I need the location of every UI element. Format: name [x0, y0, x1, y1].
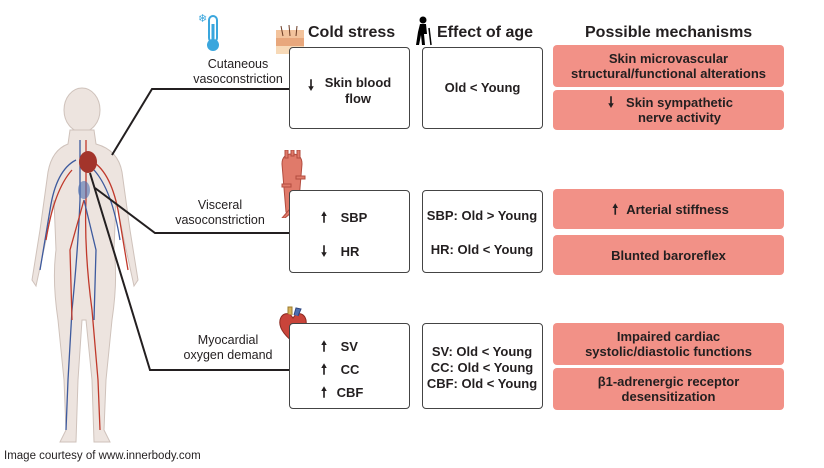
age-cc-text: CC: Old < Young	[430, 360, 534, 375]
mechanism-line-2: desensitization	[621, 389, 716, 404]
arrow-up-icon: 🠕	[320, 209, 327, 225]
category-line-2: oxygen demand	[183, 348, 273, 362]
visceral-connector-line	[94, 187, 290, 234]
svg-text:❄: ❄	[198, 12, 207, 25]
header-possible-mechanisms: Possible mechanisms	[585, 24, 753, 41]
arrow-up-icon: 🠕	[320, 384, 327, 400]
hr-label: HR	[340, 244, 360, 259]
mechanism-text: Arterial stiffness	[626, 201, 729, 217]
sbp-label: SBP	[340, 210, 368, 225]
arrow-up-icon: 🠕	[612, 200, 619, 217]
age-sbp-text: SBP: Old > Young	[426, 208, 538, 223]
mechanism-skin-sympathetic: 🠗 Skin sympathetic nerve activity	[553, 90, 784, 130]
cbf-label: CBF	[336, 385, 364, 400]
mechanism-skin-microvascular: Skin microvascular structural/functional…	[553, 45, 784, 87]
category-line-1: Visceral	[197, 198, 243, 212]
arrow-down-icon: 🠗	[320, 243, 327, 259]
age-cbf-text: CBF: Old < Young	[426, 376, 538, 391]
category-myocardial-oxygen-demand: Myocardial oxygen demand	[158, 333, 298, 363]
elderly-person-icon	[416, 16, 432, 46]
skin-blood-flow-label: Skin blood	[324, 75, 392, 90]
arrow-down-icon: 🠗	[608, 94, 615, 110]
arrow-up-icon: 🠕	[320, 361, 327, 377]
header-cold-stress: Cold stress	[308, 24, 396, 41]
cold-stress-box-skin: 🠗 Skin blood flow	[289, 47, 410, 129]
mechanism-line-1: Skin microvascular	[608, 51, 729, 66]
cold-stress-box-myocardial: 🠕 SV 🠕 CC 🠕 CBF	[289, 323, 410, 409]
mechanism-line-1: Impaired cardiac	[616, 329, 721, 344]
age-box-skin: Old < Young	[422, 47, 543, 129]
mechanism-text: Blunted baroreflex	[611, 247, 726, 263]
age-box-myocardial: SV: Old < Young CC: Old < Young CBF: Old…	[422, 323, 543, 409]
mechanism-line-1: β1-adrenergic receptor	[597, 374, 740, 389]
mechanism-line-1: Skin sympathetic	[626, 95, 733, 110]
category-line-2: vasoconstriction	[175, 213, 265, 227]
age-sv-text: SV: Old < Young	[431, 344, 533, 359]
category-visceral-vasoconstriction: Visceral vasoconstriction	[150, 198, 290, 228]
mechanism-arterial-stiffness: 🠕 Arterial stiffness	[553, 189, 784, 229]
myocardial-connector-line	[89, 172, 290, 371]
mechanism-impaired-cardiac: Impaired cardiac systolic/diastolic func…	[553, 323, 784, 365]
mechanism-line-2: structural/functional alterations	[570, 66, 767, 81]
age-box-visceral: SBP: Old > Young HR: Old < Young	[422, 190, 543, 273]
category-line-2: vasoconstriction	[193, 72, 283, 86]
category-cutaneous-vasoconstriction: Cutaneous vasoconstriction	[168, 57, 308, 87]
header-effect-of-age: Effect of age	[437, 24, 534, 41]
human-body-illustration	[31, 87, 139, 443]
cutaneous-connector-line	[111, 88, 290, 156]
age-skin-text: Old < Young	[444, 80, 521, 95]
cc-label: CC	[340, 362, 360, 377]
mechanism-blunted-baroreflex: Blunted baroreflex	[553, 235, 784, 275]
age-hr-text: HR: Old < Young	[430, 242, 534, 257]
arrow-down-icon: 🠗	[307, 77, 314, 93]
mechanism-beta1-receptor: β1-adrenergic receptor desensitization	[553, 368, 784, 410]
skin-blood-flow-label-2: flow	[345, 91, 371, 106]
arrow-up-icon: 🠕	[320, 338, 327, 354]
mechanism-line-2: nerve activity	[637, 110, 722, 125]
category-line-1: Cutaneous	[207, 57, 269, 71]
thermometer-icon: ❄	[198, 12, 219, 51]
category-line-1: Myocardial	[197, 333, 259, 347]
image-credit: Image courtesy of www.innerbody.com	[4, 450, 201, 462]
cold-stress-box-visceral: 🠕 SBP 🠗 HR	[289, 190, 410, 273]
sv-label: SV	[340, 339, 358, 354]
mechanism-line-2: systolic/diastolic functions	[585, 344, 752, 359]
